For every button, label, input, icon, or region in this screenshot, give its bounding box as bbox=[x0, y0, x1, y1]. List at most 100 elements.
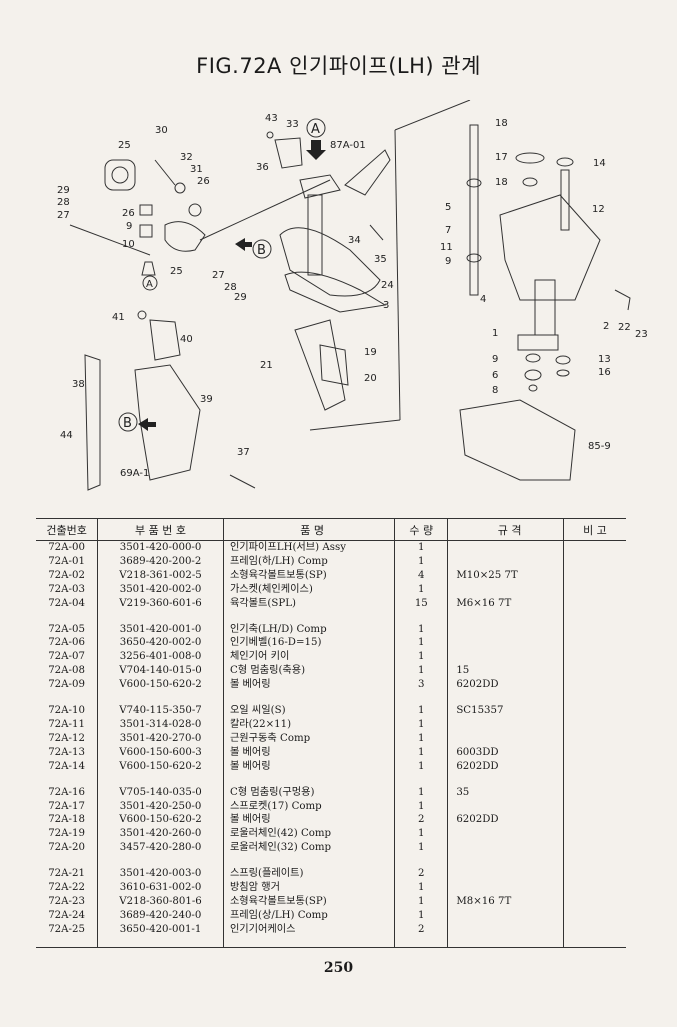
callout-7: 7 bbox=[445, 225, 451, 236]
cell-ref-no: 72A-19 bbox=[48, 828, 85, 840]
cell-part-number: 3501-420-002-0 bbox=[97, 582, 224, 597]
callout-27: 27 bbox=[57, 210, 70, 221]
callout-35: 35 bbox=[374, 254, 387, 265]
cell-remark bbox=[562, 908, 626, 923]
cell-remark bbox=[562, 813, 626, 828]
cell-remark bbox=[562, 554, 626, 569]
pipe-right-drawing bbox=[534, 279, 556, 336]
cell-remark bbox=[562, 664, 626, 679]
cell-part-number: 3610-631-002-0 bbox=[97, 881, 224, 895]
cell-part-name: 체인기어 키이 bbox=[222, 650, 395, 665]
arrow-left-icon bbox=[138, 418, 156, 431]
cell-quantity: 15 bbox=[394, 596, 448, 611]
cell-ref-no: 72A-25 bbox=[36, 922, 98, 948]
cell-quantity: 4 bbox=[394, 568, 448, 583]
callout-29: 29 bbox=[57, 185, 70, 196]
cell-part-name: 오일 씨일(S) bbox=[222, 704, 395, 718]
cell-ref-no: 72A-07 bbox=[48, 651, 85, 663]
cell-part-name: 프레임(상/LH) Comp bbox=[222, 908, 395, 923]
cell-spec bbox=[447, 582, 564, 597]
cell-ref-no: 72A-08 bbox=[48, 665, 85, 677]
bearing-drawing bbox=[556, 157, 574, 167]
cell-part-name: 볼 베어링 bbox=[222, 759, 395, 774]
cell-ref-no: 72A-12 bbox=[48, 732, 85, 744]
cell-quantity: 2 bbox=[394, 922, 448, 948]
fork-drawing bbox=[141, 261, 156, 276]
bearing-drawing bbox=[466, 253, 482, 263]
upper-frame-right-drawing bbox=[499, 194, 601, 301]
gear-housing-drawing bbox=[104, 159, 136, 191]
callout-38: 38 bbox=[72, 379, 85, 390]
cell-ref-no: 72A-13 bbox=[48, 746, 85, 758]
cell-spec bbox=[447, 622, 564, 637]
cell-part-number: V600-150-620-2 bbox=[97, 759, 224, 774]
cell-quantity: 1 bbox=[394, 841, 448, 856]
cell-ref-no: 72A-11 bbox=[48, 718, 85, 730]
cell-quantity: 1 bbox=[394, 636, 448, 651]
drive-shaft-drawing bbox=[560, 169, 570, 231]
cell-part-name: 스프로켓(17) Comp bbox=[222, 799, 395, 814]
bolt-head-drawing bbox=[137, 310, 147, 320]
marker-b: B bbox=[123, 416, 132, 431]
nut-drawing bbox=[174, 182, 186, 194]
cell-part-name: 볼 베어링 bbox=[222, 813, 395, 828]
cell-remark bbox=[562, 650, 626, 665]
marker-circle bbox=[306, 118, 326, 138]
callout-44: 44 bbox=[60, 430, 73, 441]
cell-part-name: 볼 베어링 bbox=[222, 678, 395, 693]
cell-ref-no: 72A-23 bbox=[48, 895, 85, 907]
cell-remark bbox=[562, 881, 626, 895]
cell-part-number: 3457-420-280-0 bbox=[97, 841, 224, 856]
bracket-drawing bbox=[139, 224, 153, 238]
bracket-plate-drawing bbox=[149, 319, 181, 361]
cover-bracket-drawing bbox=[344, 149, 391, 196]
callout-18: 18 bbox=[495, 118, 508, 129]
cell-spec bbox=[447, 881, 564, 895]
cell-part-name: 소형육각볼트보통(SP) bbox=[222, 894, 395, 909]
callout-36: 36 bbox=[256, 162, 269, 173]
cell-quantity: 1 bbox=[394, 827, 448, 842]
cell-remark bbox=[562, 894, 626, 909]
callout-41: 41 bbox=[112, 312, 125, 323]
mounting-plate-drawing bbox=[274, 137, 303, 169]
bolt-head-drawing bbox=[266, 131, 274, 139]
cell-part-number: 3650-420-002-0 bbox=[97, 636, 224, 651]
header-part-name: 품 명 bbox=[222, 518, 395, 541]
header-part-no: 부 품 번 호 bbox=[97, 518, 224, 541]
callout-1: 1 bbox=[492, 328, 498, 339]
callout-26: 26 bbox=[122, 208, 135, 219]
cell-spec bbox=[447, 827, 564, 842]
callout-20: 20 bbox=[364, 373, 377, 384]
cell-spec: 6003DD bbox=[447, 745, 564, 760]
flange-drawing bbox=[517, 334, 559, 351]
cell-remark bbox=[562, 759, 626, 774]
callout-26: 26 bbox=[197, 176, 210, 187]
cell-part-name: 스프링(플레이트) bbox=[222, 867, 395, 882]
cell-quantity: 3 bbox=[394, 678, 448, 693]
cell-spec: SC15357 bbox=[447, 704, 564, 718]
callout-9: 9 bbox=[126, 221, 132, 232]
gear-case-drawing bbox=[459, 399, 576, 481]
callout-40: 40 bbox=[180, 334, 193, 345]
cell-spec: M10×25 7T bbox=[447, 568, 564, 583]
callout-18: 18 bbox=[495, 177, 508, 188]
callout-3: 3 bbox=[383, 300, 389, 311]
cell-spec bbox=[447, 540, 564, 555]
cell-spec bbox=[447, 922, 564, 948]
link-arm-drawing bbox=[164, 221, 206, 252]
cell-remark bbox=[562, 678, 626, 693]
callout-69a-1: 69A-1 bbox=[120, 468, 149, 479]
cell-spec bbox=[447, 799, 564, 814]
bearing-drawing bbox=[466, 178, 482, 188]
